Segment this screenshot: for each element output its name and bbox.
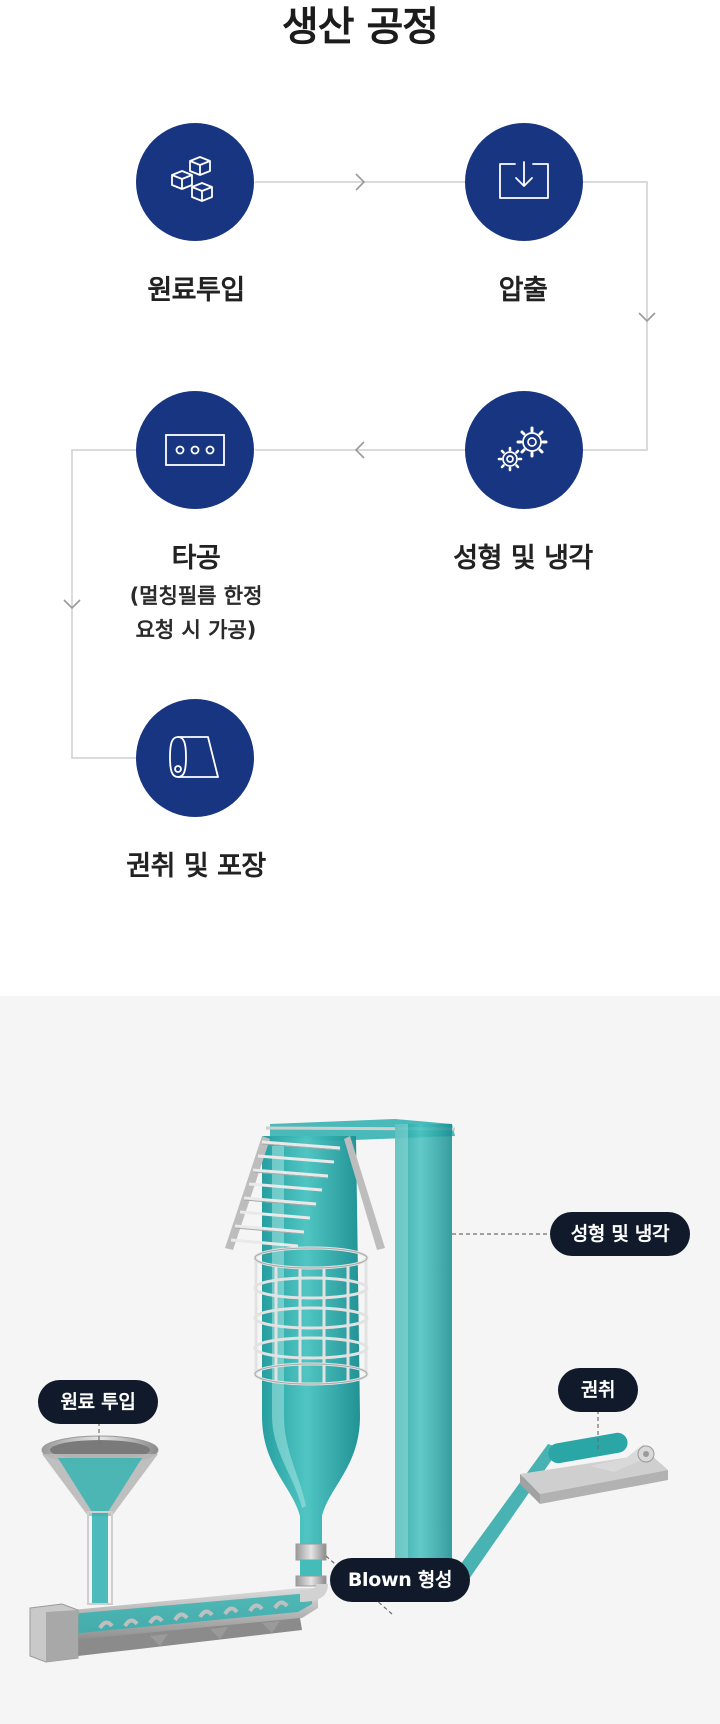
step-label: 원료투입 [147,275,245,306]
arrow-left-icon [354,441,365,459]
step-extrusion-circle [465,123,583,241]
cubes-icon [171,156,213,202]
gears-icon [497,426,548,472]
page-title: 생산 공정 [281,4,439,50]
connector-line [71,449,136,759]
process-illustration-panel: 성형 및 냉각 권취 원료 투입 Blown 형성 [0,996,720,1724]
step-winding-circle [136,699,254,817]
step-label: 권취 및 포장 [126,851,266,882]
arrow-right-icon [355,173,366,191]
step-label: 타공 [171,543,221,574]
step-forming-circle [465,391,583,509]
connector-line [582,181,648,451]
film-roll [548,1432,628,1464]
step-perforation-circle [136,391,254,509]
step-note-line: 요청 시 가공) [135,618,257,642]
label-winding: 권취 [558,1368,638,1412]
flow-connectors [63,173,656,759]
arrow-down-icon [63,599,81,610]
extrude-icon [499,161,549,199]
label-raw-input: 원료 투입 [38,1380,158,1424]
label-blown-forming: Blown 형성 [330,1558,470,1602]
collapsing-frame [225,1136,385,1250]
film-roll-icon [169,736,219,778]
step-note-line: (멀칭필름 한정 [129,584,263,608]
process-flow-diagram: 원료투입 압출 [63,123,656,882]
perforation-icon [165,434,225,466]
step-label: 압출 [498,275,548,306]
die-head [295,1543,327,1561]
winder-unit [520,1432,668,1504]
arrow-down-icon [638,312,656,323]
step-raw-input-circle [136,123,254,241]
blown-film-machine-illustration [29,1119,668,1663]
label-forming-cooling: 성형 및 냉각 [550,1212,690,1256]
step-label: 성형 및 냉각 [453,543,593,574]
